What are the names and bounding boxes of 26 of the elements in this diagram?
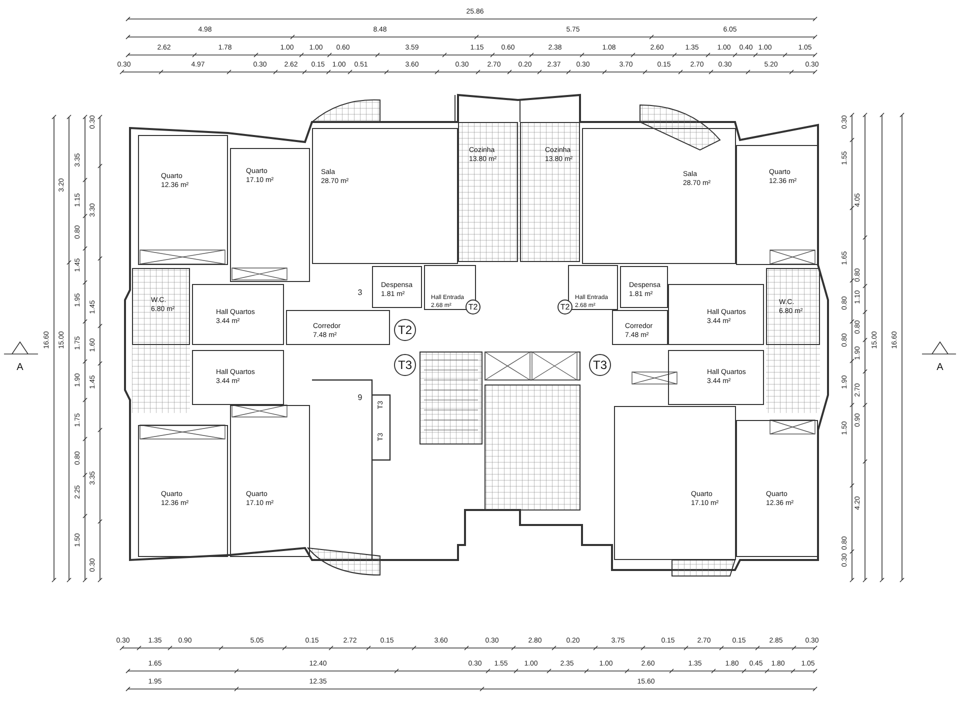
room: [286, 310, 390, 345]
room: [620, 266, 668, 308]
room-number: 3: [358, 289, 362, 297]
room: [668, 284, 764, 345]
section-label: A: [936, 363, 944, 373]
room: [132, 268, 190, 345]
room: [736, 420, 818, 557]
room: [192, 284, 284, 345]
room: [230, 405, 310, 557]
room: [612, 310, 668, 345]
room: [668, 350, 764, 405]
room: [230, 148, 310, 282]
room: [372, 266, 422, 308]
room: [192, 350, 284, 405]
room: [736, 145, 818, 265]
room: [766, 268, 820, 345]
room: [614, 406, 736, 560]
room: [582, 128, 736, 264]
room: [138, 135, 228, 265]
section-label: A: [16, 363, 24, 373]
room-number: 9: [358, 394, 362, 402]
room: [458, 122, 518, 262]
room: [138, 425, 228, 557]
room: [312, 128, 458, 264]
room: [520, 122, 580, 262]
room: [568, 265, 618, 310]
